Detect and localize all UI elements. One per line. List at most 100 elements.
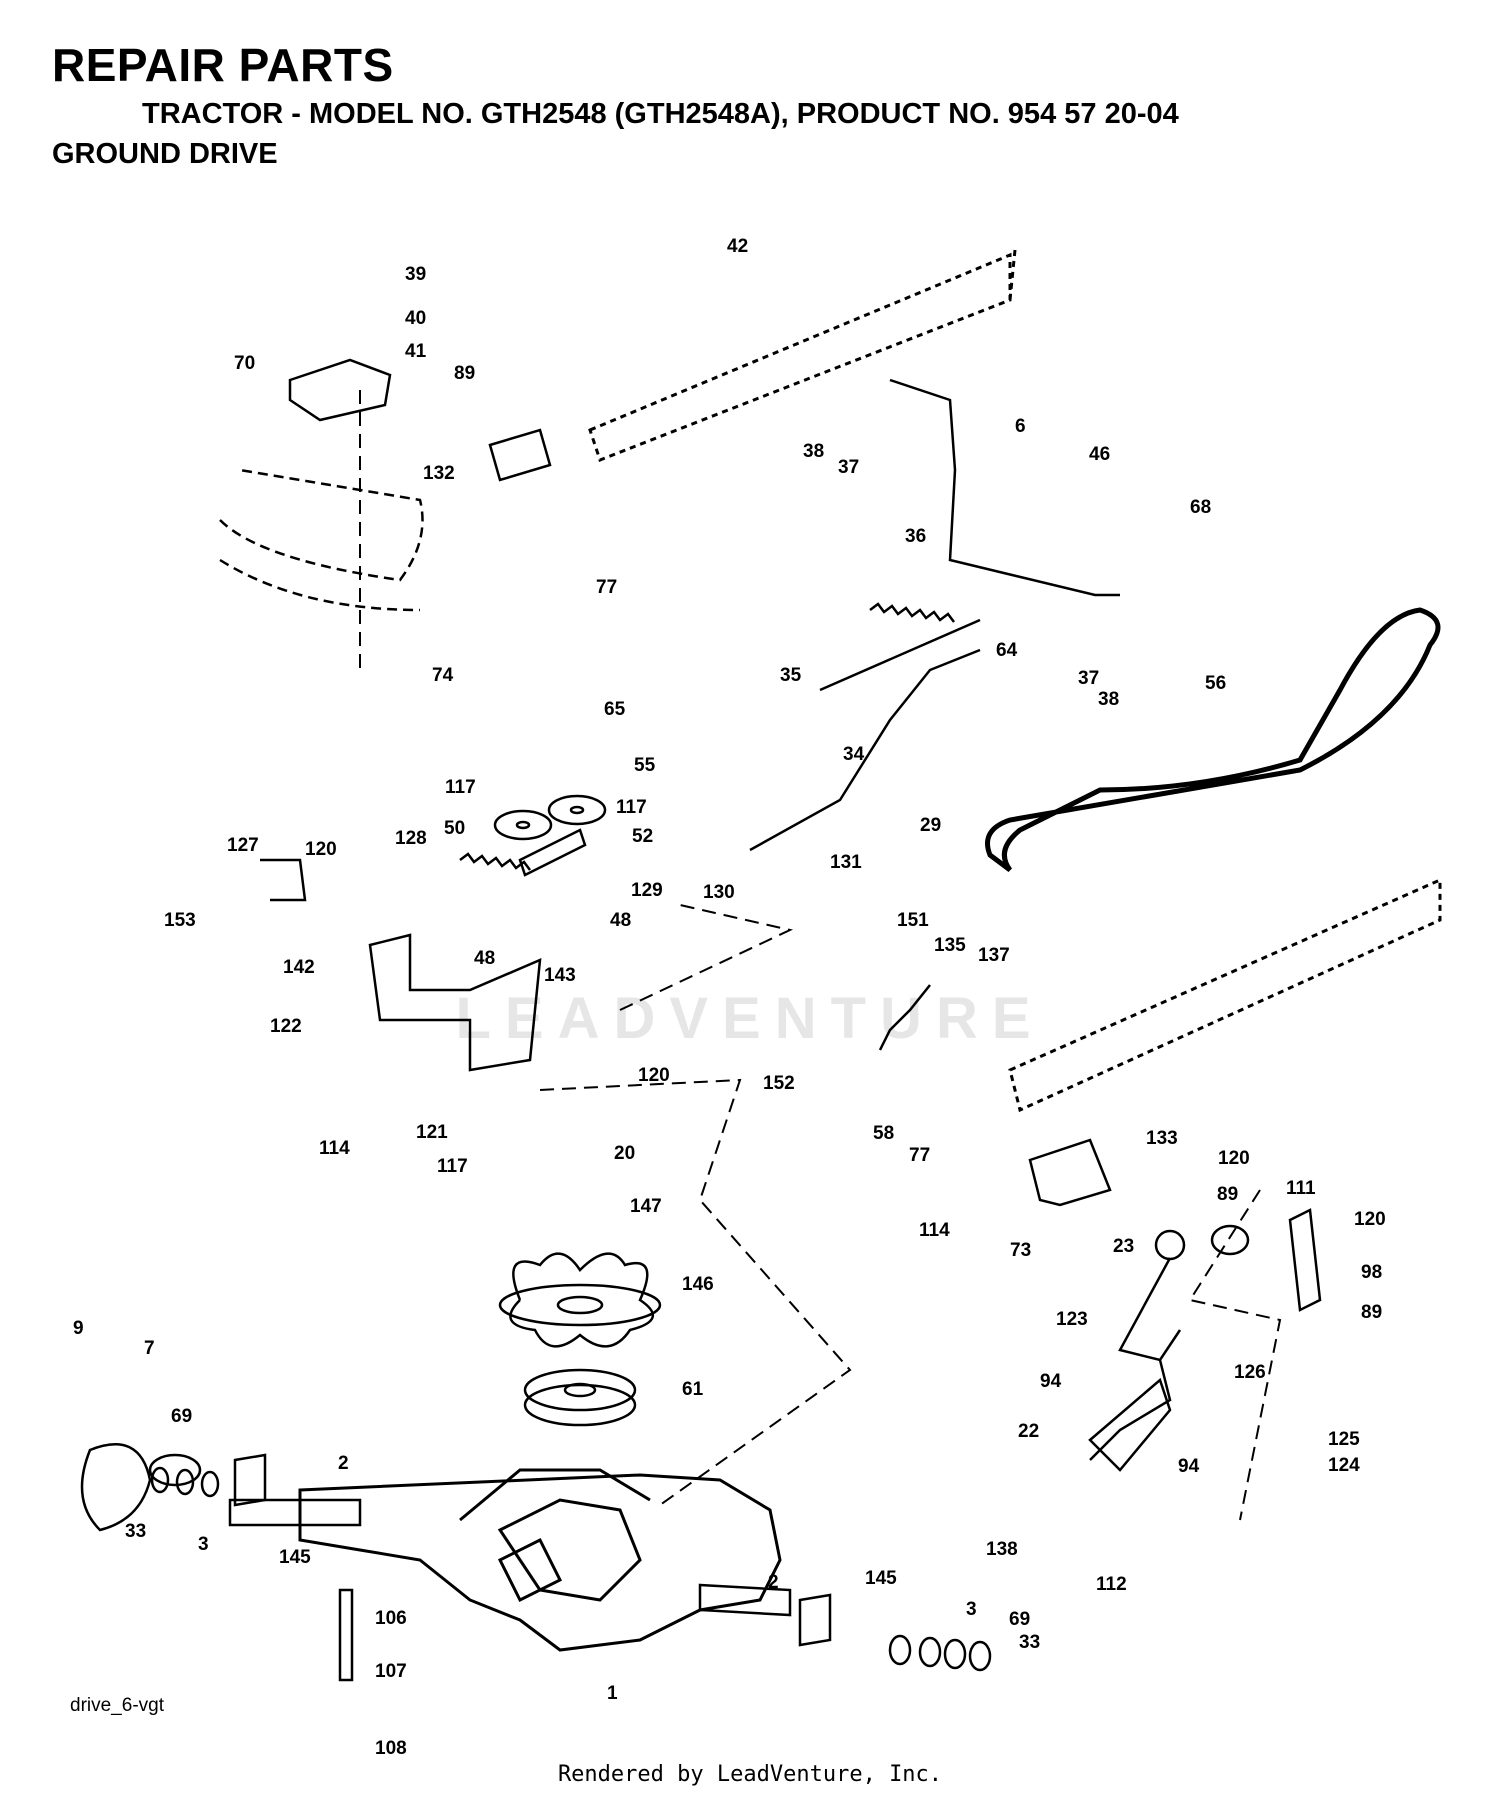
callout-36: 36: [905, 526, 927, 547]
callout-117: 117: [445, 777, 476, 798]
assembly-guide-lines: [359, 390, 1282, 1521]
bypass-rod: [260, 858, 307, 902]
model-subtitle: TRACTOR - MODEL NO. GTH2548 (GTH2548A), …: [142, 98, 1179, 130]
callout-126: 126: [1234, 1362, 1266, 1383]
callout-6: 6: [1015, 416, 1026, 437]
callout-145b: 145: [865, 1568, 897, 1589]
callout-20: 20: [614, 1143, 636, 1164]
callout-89b: 89: [1217, 1184, 1239, 1205]
callout-94: 94: [1040, 1371, 1062, 1392]
callout-112: 112: [1096, 1574, 1127, 1595]
spring: [869, 602, 955, 623]
callout-94b: 94: [1178, 1456, 1200, 1477]
callout-153: 153: [164, 910, 196, 931]
shift-rod: [889, 378, 1120, 597]
cooling-fan: [498, 1252, 662, 1348]
callout-122: 122: [270, 1016, 302, 1037]
callout-38b: 38: [1098, 689, 1120, 710]
washer-stack-left: [150, 1466, 220, 1498]
callout-29: 29: [920, 815, 942, 836]
callout-74: 74: [432, 665, 454, 686]
callout-37b: 37: [1078, 668, 1100, 689]
callout-34: 34: [843, 744, 865, 765]
shift-bracket: [1028, 1138, 1112, 1207]
callout-70: 70: [234, 353, 256, 374]
callout-50: 50: [444, 818, 466, 839]
leadventure-watermark: LEADVENTURE: [455, 986, 1045, 1051]
page-title: REPAIR PARTS: [52, 39, 394, 91]
callout-133: 133: [1146, 1128, 1178, 1149]
callout-107: 107: [375, 1661, 407, 1682]
callout-108: 108: [375, 1738, 407, 1759]
callout-89c: 89: [1361, 1302, 1383, 1323]
callout-137: 137: [978, 945, 1010, 966]
callout-125: 125: [1328, 1429, 1360, 1450]
callout-117c: 117: [437, 1156, 468, 1177]
callout-56: 56: [1205, 673, 1227, 694]
callout-46: 46: [1089, 444, 1111, 465]
callout-3: 3: [198, 1534, 209, 1555]
wheel-hub: [80, 1443, 202, 1532]
callout-152: 152: [763, 1073, 795, 1094]
callout-77: 77: [596, 577, 618, 598]
callout-3b: 3: [966, 1599, 977, 1620]
idler-bracket: [368, 933, 542, 1072]
callout-106: 106: [375, 1608, 407, 1629]
callout-52: 52: [632, 826, 654, 847]
callout-147: 147: [630, 1196, 662, 1217]
callout-23: 23: [1113, 1236, 1135, 1257]
link-arm: [878, 984, 931, 1051]
callout-114: 114: [319, 1138, 350, 1159]
callout-37: 37: [838, 457, 860, 478]
callout-132: 132: [423, 463, 455, 484]
callout-128: 128: [395, 828, 427, 849]
shift-lever: [1089, 1229, 1186, 1461]
callout-58: 58: [873, 1123, 895, 1144]
section-title: GROUND DRIVE: [52, 138, 278, 170]
transaxle-body: [298, 1468, 782, 1652]
lower-frame-rail: [1008, 877, 1442, 1113]
callout-131: 131: [830, 852, 862, 873]
callout-61: 61: [682, 1379, 704, 1400]
callout-120d: 120: [1354, 1209, 1386, 1230]
upper-bracket: [488, 428, 552, 482]
callout-48b: 48: [474, 948, 496, 969]
control-rod: [749, 648, 981, 852]
drawing-id: drive_6-vgt: [70, 1695, 164, 1716]
callout-2b: 2: [768, 1572, 779, 1593]
callout-114b: 114: [919, 1220, 950, 1241]
callout-68: 68: [1190, 497, 1212, 518]
footer-credit: Rendered by LeadVenture, Inc.: [557, 1762, 943, 1787]
callout-42: 42: [727, 236, 749, 257]
idler-arm: [518, 828, 587, 877]
callout-55: 55: [634, 755, 656, 776]
shift-plate: [1088, 1377, 1172, 1472]
callout-151: 151: [897, 910, 929, 931]
drive-belt: [985, 607, 1441, 872]
callout-145: 145: [279, 1547, 311, 1568]
torque-rod: [338, 1588, 354, 1682]
callout-135: 135: [934, 935, 966, 956]
callout-124: 124: [1328, 1455, 1360, 1476]
tension-rod: [819, 618, 981, 692]
callout-41: 41: [405, 341, 427, 362]
callout-120b: 120: [638, 1065, 670, 1086]
callout-146: 146: [682, 1274, 714, 1295]
callout-77b: 77: [909, 1145, 931, 1166]
bushing: [1210, 1224, 1250, 1256]
callout-121: 121: [416, 1122, 448, 1143]
callout-120c: 120: [1218, 1148, 1250, 1169]
callout-9: 9: [73, 1318, 84, 1339]
callout-22: 22: [1018, 1421, 1040, 1442]
callout-98: 98: [1361, 1262, 1383, 1283]
callout-33: 33: [125, 1521, 147, 1542]
callout-129: 129: [631, 880, 663, 901]
callout-142: 142: [283, 957, 315, 978]
callout-64: 64: [996, 640, 1018, 661]
transaxle-pulley: [523, 1368, 637, 1427]
callout-117b: 117: [616, 797, 647, 818]
left-axle: [228, 1498, 362, 1527]
callout-40: 40: [405, 308, 427, 329]
callout-7: 7: [144, 1338, 155, 1359]
